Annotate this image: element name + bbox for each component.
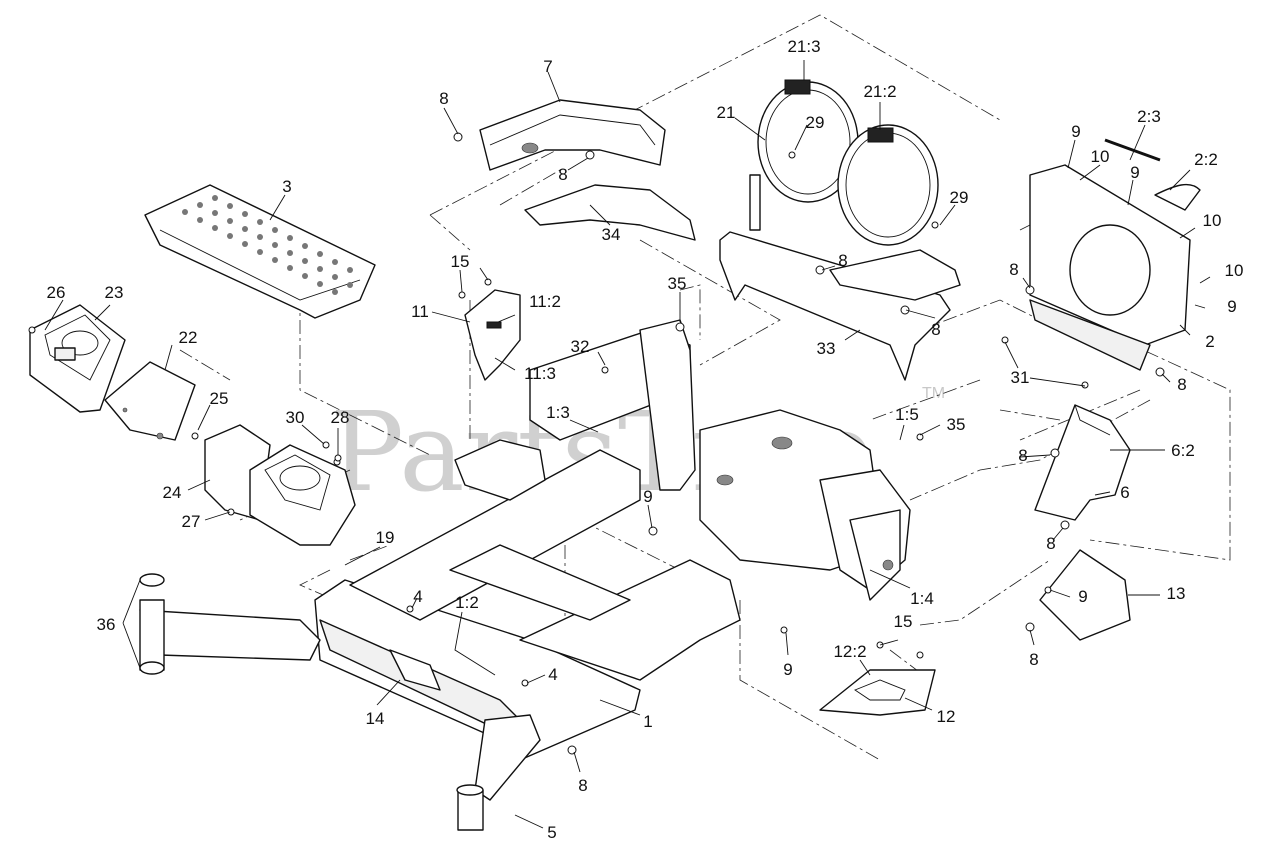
callout-32: 32: [571, 337, 590, 356]
fasteners: [191, 132, 1165, 755]
callout-15: 15: [451, 252, 470, 271]
callout-28: 28: [331, 408, 350, 427]
callout-8: 8: [1009, 260, 1018, 279]
callout-19: 19: [376, 528, 395, 547]
callout-9: 9: [1130, 163, 1139, 182]
callout-25: 25: [210, 389, 229, 408]
callout-2-3: 2:3: [1137, 107, 1161, 126]
callout-5: 5: [547, 823, 556, 842]
callout-7: 7: [543, 57, 552, 76]
part-36-steering-arm: [139, 573, 541, 831]
callout-3: 3: [282, 177, 291, 196]
leader-lines: [44, 60, 1211, 829]
callout-8: 8: [578, 776, 587, 795]
callout-15: 15: [894, 612, 913, 631]
callout-34: 34: [602, 225, 621, 244]
callout-27: 27: [182, 512, 201, 531]
callout-30: 30: [286, 408, 305, 427]
callout-8: 8: [838, 251, 847, 270]
callout-14: 14: [366, 709, 385, 728]
callout-9: 9: [1227, 297, 1236, 316]
callout-8: 8: [1177, 375, 1186, 394]
callout-8: 8: [931, 320, 940, 339]
part-13-guard: [1039, 549, 1131, 641]
callout-9: 9: [643, 487, 652, 506]
callout-11: 11: [411, 302, 429, 321]
callout-1-5: 1:5: [895, 405, 919, 424]
part-7-bracket: [479, 99, 666, 171]
callout-26: 26: [47, 283, 66, 302]
callout-33: 33: [817, 339, 836, 358]
callout-31: 31: [1011, 368, 1030, 387]
part-6-bracket: [1034, 404, 1131, 521]
callout-8: 8: [439, 89, 448, 108]
callout-4: 4: [413, 587, 422, 606]
callout-10: 10: [1091, 147, 1110, 166]
callout-22: 22: [179, 328, 198, 347]
callout-10: 10: [1203, 211, 1222, 230]
callout-10: 10: [1225, 261, 1244, 280]
callout-labels: 7 8 8 21:3 21 29 21:2 9 2:3 10 9 2:2 3 3…: [47, 37, 1244, 842]
callout-9: 9: [783, 660, 792, 679]
watermark-tm: TM: [922, 385, 945, 402]
callout-8: 8: [1046, 534, 1055, 553]
part-22-plate: [104, 361, 196, 441]
callout-36: 36: [97, 615, 116, 634]
callout-9: 9: [1071, 122, 1080, 141]
callout-35: 35: [668, 274, 687, 293]
part-33-seat-mount: [719, 231, 961, 381]
part-23-left-console: [28, 304, 126, 413]
callout-23: 23: [105, 283, 124, 302]
callout-29: 29: [806, 113, 825, 132]
callout-11-2: 11:2: [529, 292, 561, 311]
callout-8: 8: [1018, 446, 1027, 465]
callout-2: 2: [1205, 332, 1214, 351]
callout-1-4: 1:4: [910, 589, 934, 608]
part-21-seat-hoops: [749, 79, 939, 246]
callout-8: 8: [1029, 650, 1038, 669]
callout-1: 1: [643, 712, 652, 731]
callout-8: 8: [558, 165, 567, 184]
callout-24: 24: [163, 483, 182, 502]
callout-11-3: 11:3: [524, 364, 556, 383]
part-24-right-console: [204, 424, 356, 546]
callout-1-3: 1:3: [546, 403, 570, 422]
part-1-main-frame: [314, 319, 911, 761]
callout-12-2: 12:2: [833, 642, 866, 661]
callout-13: 13: [1167, 584, 1186, 603]
callout-6-2: 6:2: [1171, 441, 1195, 460]
callout-2-2: 2:2: [1194, 150, 1218, 169]
part-2-rear-plate: [1029, 138, 1201, 371]
part-12-plate: [819, 669, 936, 716]
part-34-shield: [524, 184, 696, 241]
callout-29: 29: [950, 188, 969, 207]
callout-21-3: 21:3: [787, 37, 820, 56]
callout-21: 21: [717, 103, 736, 122]
callout-4: 4: [548, 665, 557, 684]
callout-35: 35: [947, 415, 966, 434]
callout-9: 9: [1078, 587, 1087, 606]
part-3-floor-plate: [144, 184, 376, 319]
callout-21-2: 21:2: [863, 82, 896, 101]
part-11-bracket: [464, 289, 521, 381]
callout-1-2: 1:2: [455, 593, 479, 612]
callout-12: 12: [937, 707, 956, 726]
callout-6: 6: [1120, 483, 1129, 502]
